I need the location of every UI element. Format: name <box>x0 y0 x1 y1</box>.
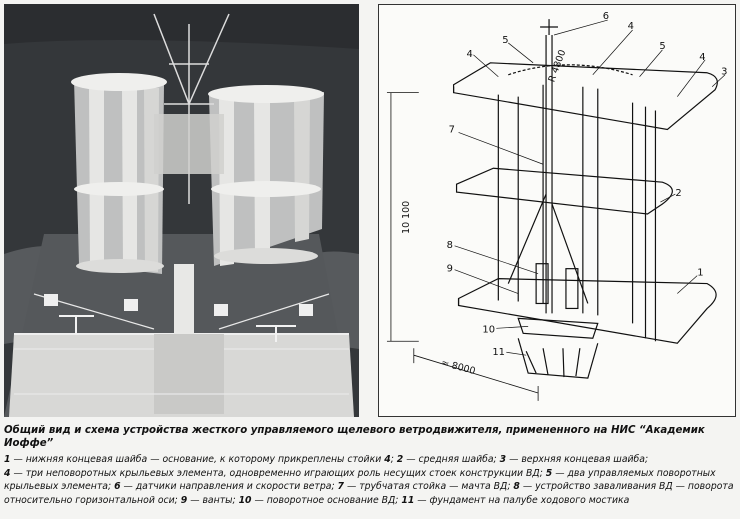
label-9: 9 <box>447 264 453 275</box>
ship-photo-illustration <box>4 4 359 417</box>
label-11: 11 <box>492 347 505 358</box>
dimension-height: 10 100 <box>401 201 412 234</box>
wind-sensor <box>540 19 558 35</box>
label-10: 10 <box>482 324 495 335</box>
label-4-left: 4 <box>467 49 473 60</box>
upper-end-plate <box>452 62 718 131</box>
dimension-width: ≈ 8000 <box>440 357 477 377</box>
label-2: 2 <box>675 188 681 199</box>
wind-propulsor-diagram: 6 4 4 5 5 4 3 7 2 8 9 1 10 11 10 100 ≈ 8… <box>378 4 736 417</box>
label-7: 7 <box>449 124 455 135</box>
guy-lines <box>507 193 589 304</box>
label-8: 8 <box>447 240 453 251</box>
label-3: 3 <box>721 67 727 78</box>
label-4-right: 4 <box>699 52 705 63</box>
caption-title: Общий вид и схема устройства жесткого уп… <box>4 425 705 449</box>
figure-caption: Общий вид и схема устройства жесткого уп… <box>4 424 736 507</box>
label-4-top: 4 <box>628 21 634 32</box>
mast <box>545 34 553 314</box>
ship-photo <box>4 4 359 417</box>
foundation <box>517 338 599 379</box>
label-6: 6 <box>603 11 609 22</box>
lower-end-plate <box>457 278 717 344</box>
caption-legend: 1 — нижняя концевая шайба — основание, к… <box>4 454 734 506</box>
label-5-right: 5 <box>659 41 665 52</box>
label-5-left: 5 <box>502 35 508 46</box>
label-1: 1 <box>697 268 703 279</box>
diagram-drawing: 6 4 4 5 5 4 3 7 2 8 9 1 10 11 10 100 ≈ 8… <box>386 11 727 401</box>
middle-plate <box>455 167 673 215</box>
